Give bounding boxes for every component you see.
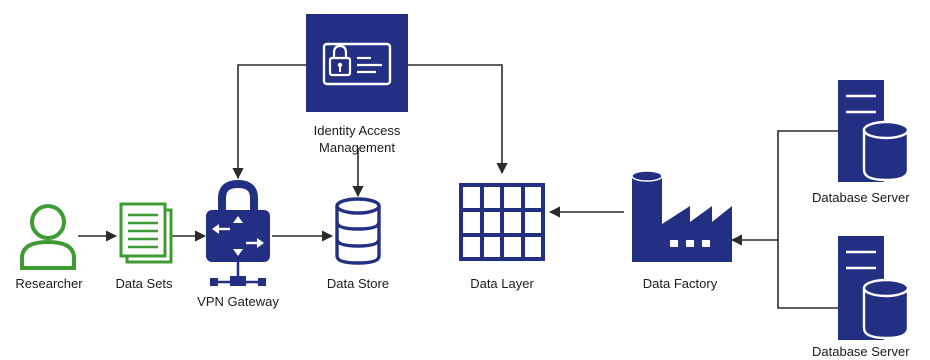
datafactory-label: Data Factory — [642, 276, 718, 291]
dbserver1-label: Database Server — [812, 190, 910, 205]
researcher-label: Researcher — [15, 276, 83, 291]
iam-label-line1: Identity Access — [313, 123, 401, 138]
connector-iam-datalayer — [408, 64, 508, 175]
server-icon — [838, 80, 910, 182]
vpn-gateway-label: VPN Gateway — [197, 294, 279, 309]
iam-label-line2: Management — [319, 140, 395, 155]
grid-icon — [459, 183, 545, 261]
factory-icon — [631, 170, 732, 262]
person-icon — [20, 204, 76, 270]
datastore-label: Data Store — [326, 276, 390, 291]
server-icon — [838, 236, 910, 340]
connector-iam-vpn — [232, 64, 306, 180]
id-card-icon — [306, 14, 408, 112]
database-icon — [335, 197, 381, 265]
datasets-label: Data Sets — [115, 276, 173, 291]
documents-icon — [119, 202, 173, 264]
dbserver2-label: Database Server — [812, 344, 910, 359]
connectors — [78, 64, 838, 309]
connector-dbservers-bus — [777, 130, 838, 309]
vpn-lock-icon — [206, 179, 270, 286]
datalayer-label: Data Layer — [470, 276, 534, 291]
